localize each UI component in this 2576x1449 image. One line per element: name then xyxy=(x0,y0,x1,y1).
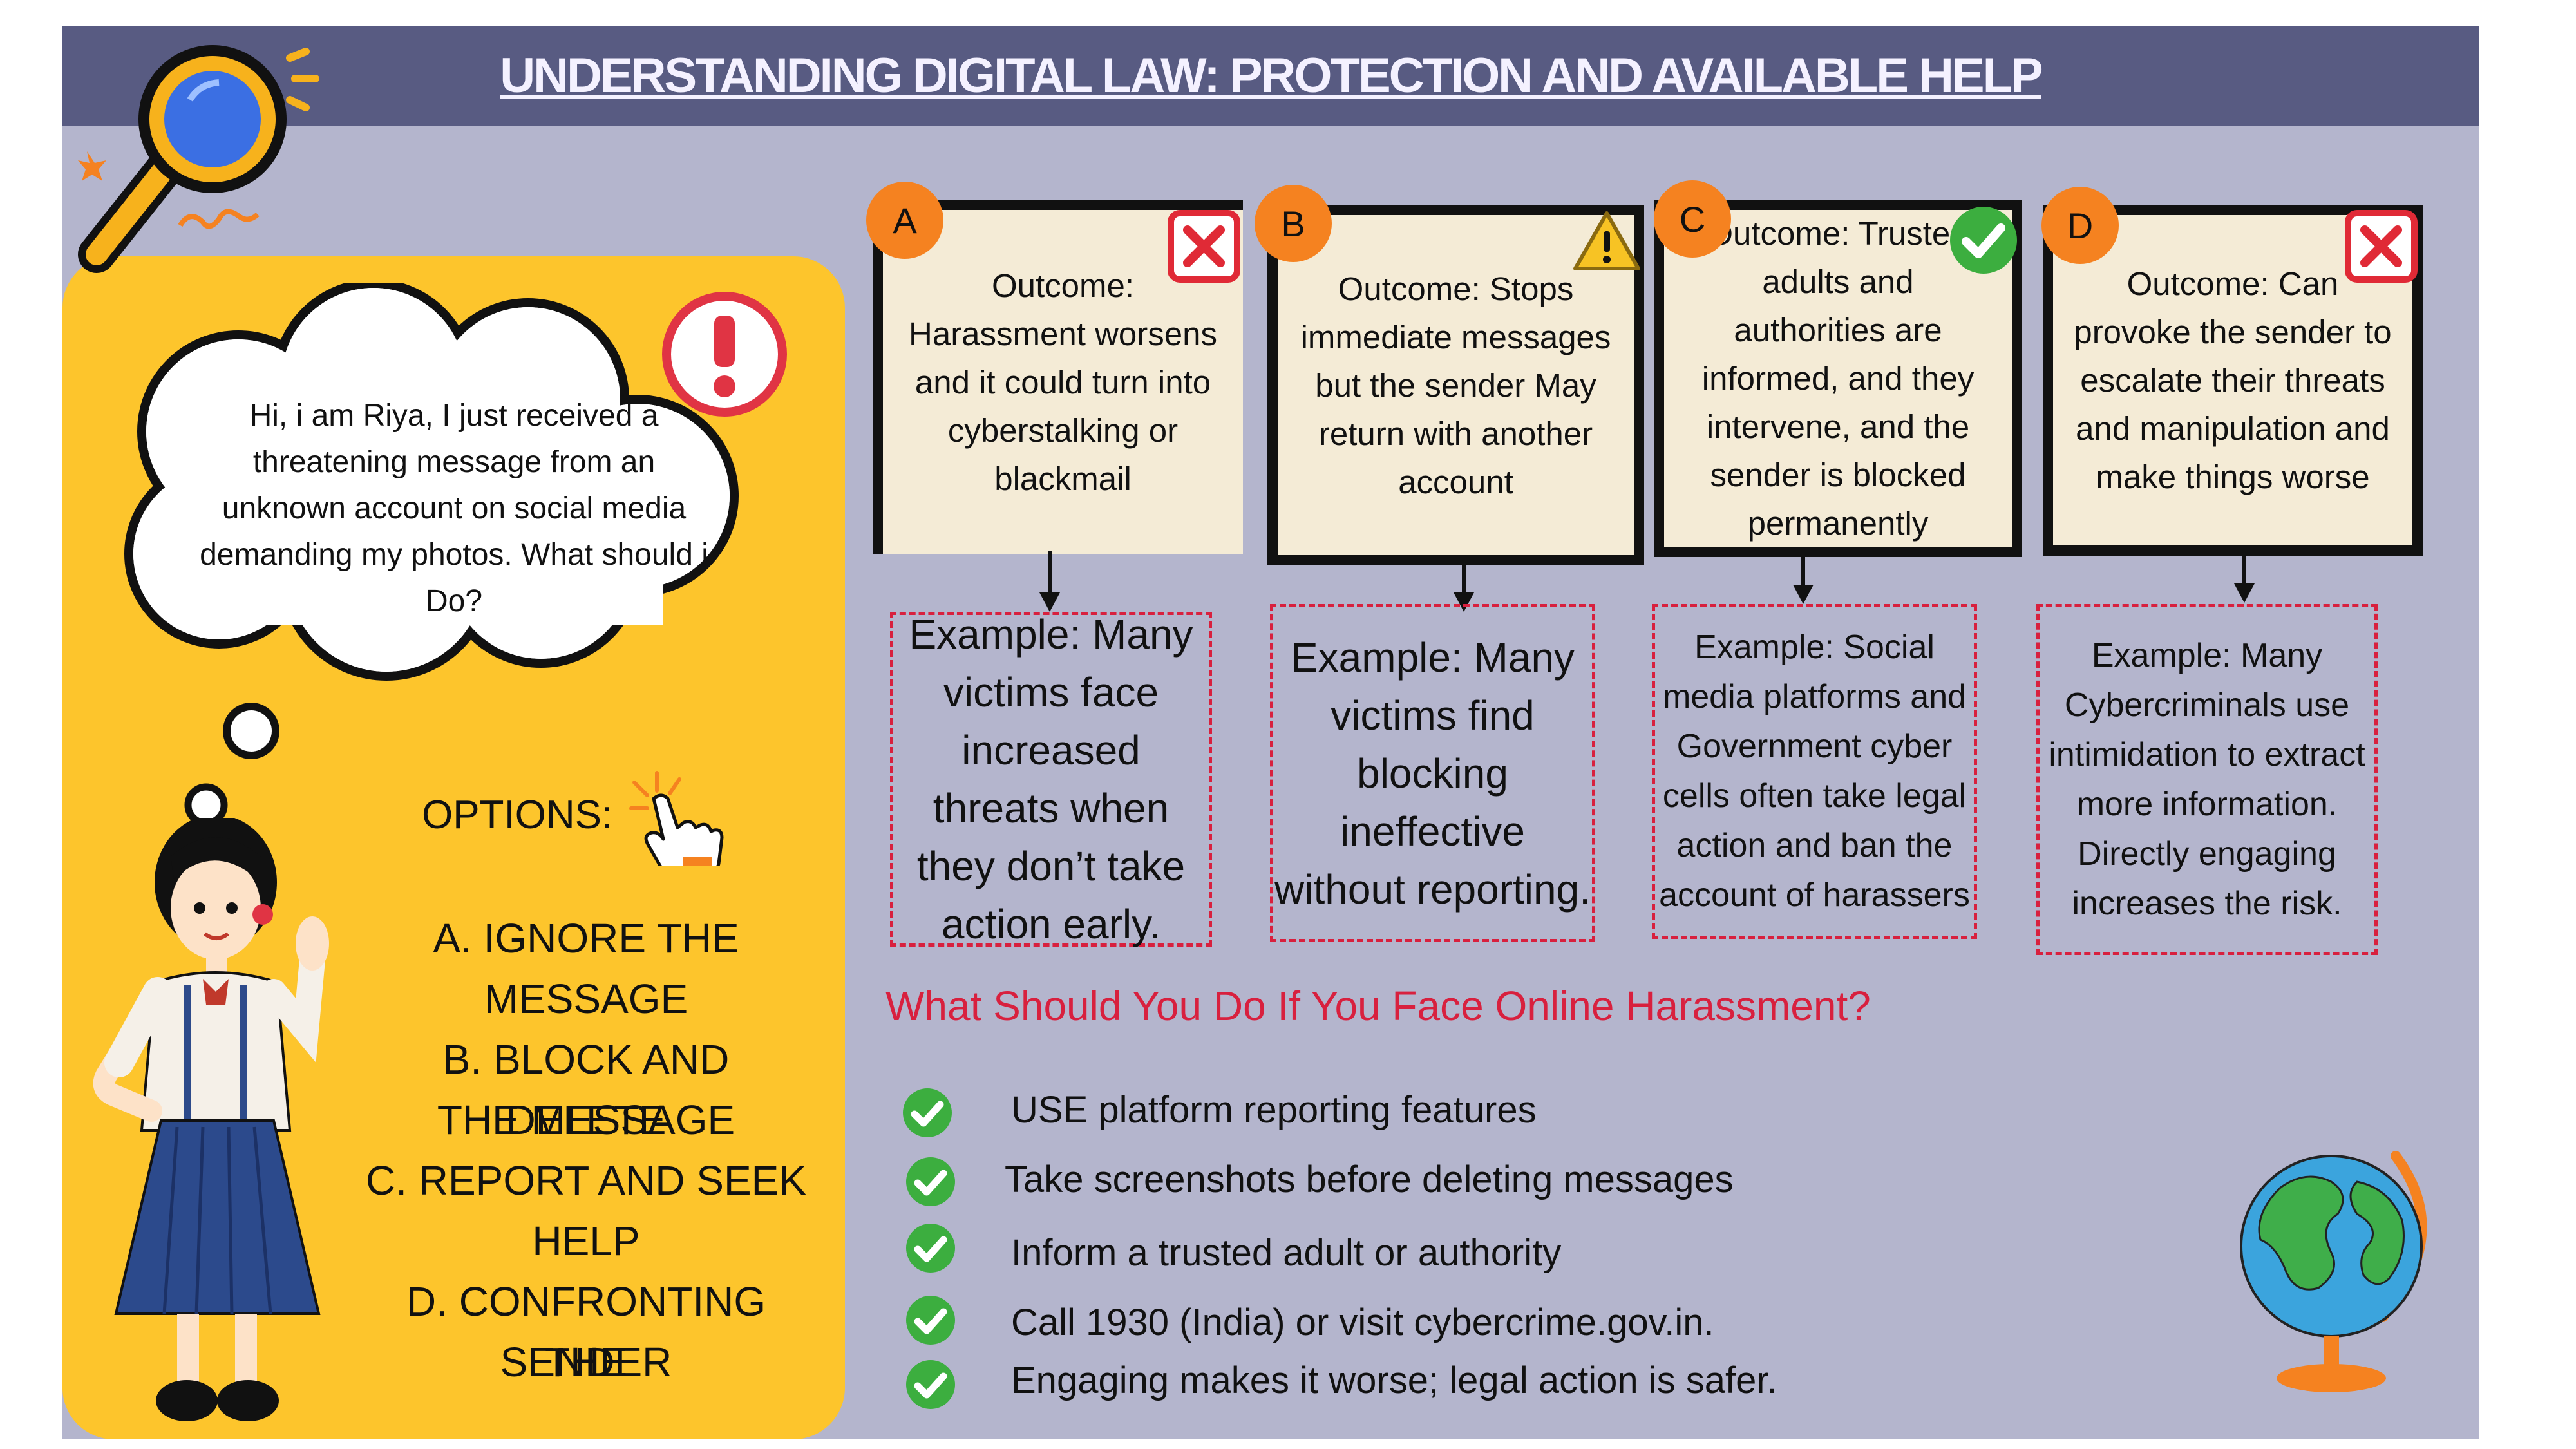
magnifier-icon xyxy=(78,45,319,273)
options-heading: OPTIONS: xyxy=(422,793,613,837)
outcome-letter-d: D xyxy=(2041,187,2119,264)
help-question: What Should You Do If You Face Online Ha… xyxy=(886,983,1871,1029)
option-a-line1: A. IGNORE THE xyxy=(433,915,739,961)
check-icon xyxy=(906,1360,955,1409)
example-text-d: Example: Many Cybercriminals use intimid… xyxy=(2049,636,2365,922)
example-box-a: Example: Many victims face increased thr… xyxy=(890,611,1212,947)
check-icon xyxy=(1950,207,2017,274)
outcome-text-b: Outcome: Stops immediate messages but th… xyxy=(1300,270,1611,500)
outcome-text-c: Outcome: Trusted adults and authorities … xyxy=(1701,215,1975,542)
check-icon xyxy=(906,1224,955,1273)
girl-illustration xyxy=(93,818,329,1421)
arrow-down-icon xyxy=(2234,553,2255,603)
outcome-box-c: Outcome: Trusted adults and authorities … xyxy=(1654,200,2022,557)
example-box-b: Example: Many victims find blocking inef… xyxy=(1270,604,1595,942)
outcome-letter-c: C xyxy=(1654,180,1731,258)
header-bar xyxy=(62,26,2479,126)
alert-icon xyxy=(662,292,787,417)
check-icon xyxy=(906,1157,955,1206)
tip-3: Inform a trusted adult or authority xyxy=(1011,1232,1562,1274)
riya-speech-text: Hi, i am Riya, I just received a threate… xyxy=(200,399,708,618)
option-c-line2: HELP xyxy=(532,1218,640,1264)
arrow-down-icon xyxy=(1454,562,1474,612)
option-d-line1: D. CONFRONTING THE xyxy=(406,1278,766,1385)
pointing-hand-icon xyxy=(629,771,724,866)
example-box-c: Example: Social media platforms and Gove… xyxy=(1652,604,1977,939)
page-title: UNDERSTANDING DIGITAL LAW: PROTECTION AN… xyxy=(500,48,2043,103)
arrow-down-icon xyxy=(1039,551,1060,612)
outcome-text-d: Outcome: Can provoke the sender to escal… xyxy=(2074,265,2392,495)
thought-cloud xyxy=(124,283,739,681)
check-icon xyxy=(906,1296,955,1345)
outcome-letter-b: B xyxy=(1255,185,1332,262)
cross-icon xyxy=(2345,210,2418,283)
outcome-box-d: Outcome: Can provoke the sender to escal… xyxy=(2043,205,2423,556)
example-text-a: Example: Many victims face increased thr… xyxy=(909,611,1193,947)
option-c-line1: C. REPORT AND SEEK xyxy=(365,1157,807,1204)
outcome-letter-a: A xyxy=(866,182,943,259)
option-b-line2: THE MESSAGE xyxy=(437,1097,735,1143)
globe-icon xyxy=(2240,1151,2427,1392)
tip-4: Call 1930 (India) or visit cybercrime.go… xyxy=(1011,1302,1714,1343)
option-b-line1: B. BLOCK AND DELETE xyxy=(442,1036,730,1143)
option-a-line2: MESSAGE xyxy=(484,976,688,1022)
option-d-line2: SENDER xyxy=(500,1339,672,1385)
arrow-down-icon xyxy=(1793,554,1814,604)
tip-2: Take screenshots before deleting message… xyxy=(1005,1159,1734,1200)
tip-5: Engaging makes it worse; legal action is… xyxy=(1011,1359,1777,1401)
outcome-text-a: Outcome: Harassment worsens and it could… xyxy=(909,267,1217,497)
example-text-c: Example: Social media platforms and Gove… xyxy=(1659,629,1970,914)
example-text-b: Example: Many victims find blocking inef… xyxy=(1274,634,1591,913)
cross-icon xyxy=(1168,210,1240,283)
tip-1: USE platform reporting features xyxy=(1011,1089,1537,1131)
check-icon xyxy=(903,1088,952,1137)
warning-icon xyxy=(1573,211,1640,270)
example-box-d: Example: Many Cybercriminals use intimid… xyxy=(2036,604,2378,955)
